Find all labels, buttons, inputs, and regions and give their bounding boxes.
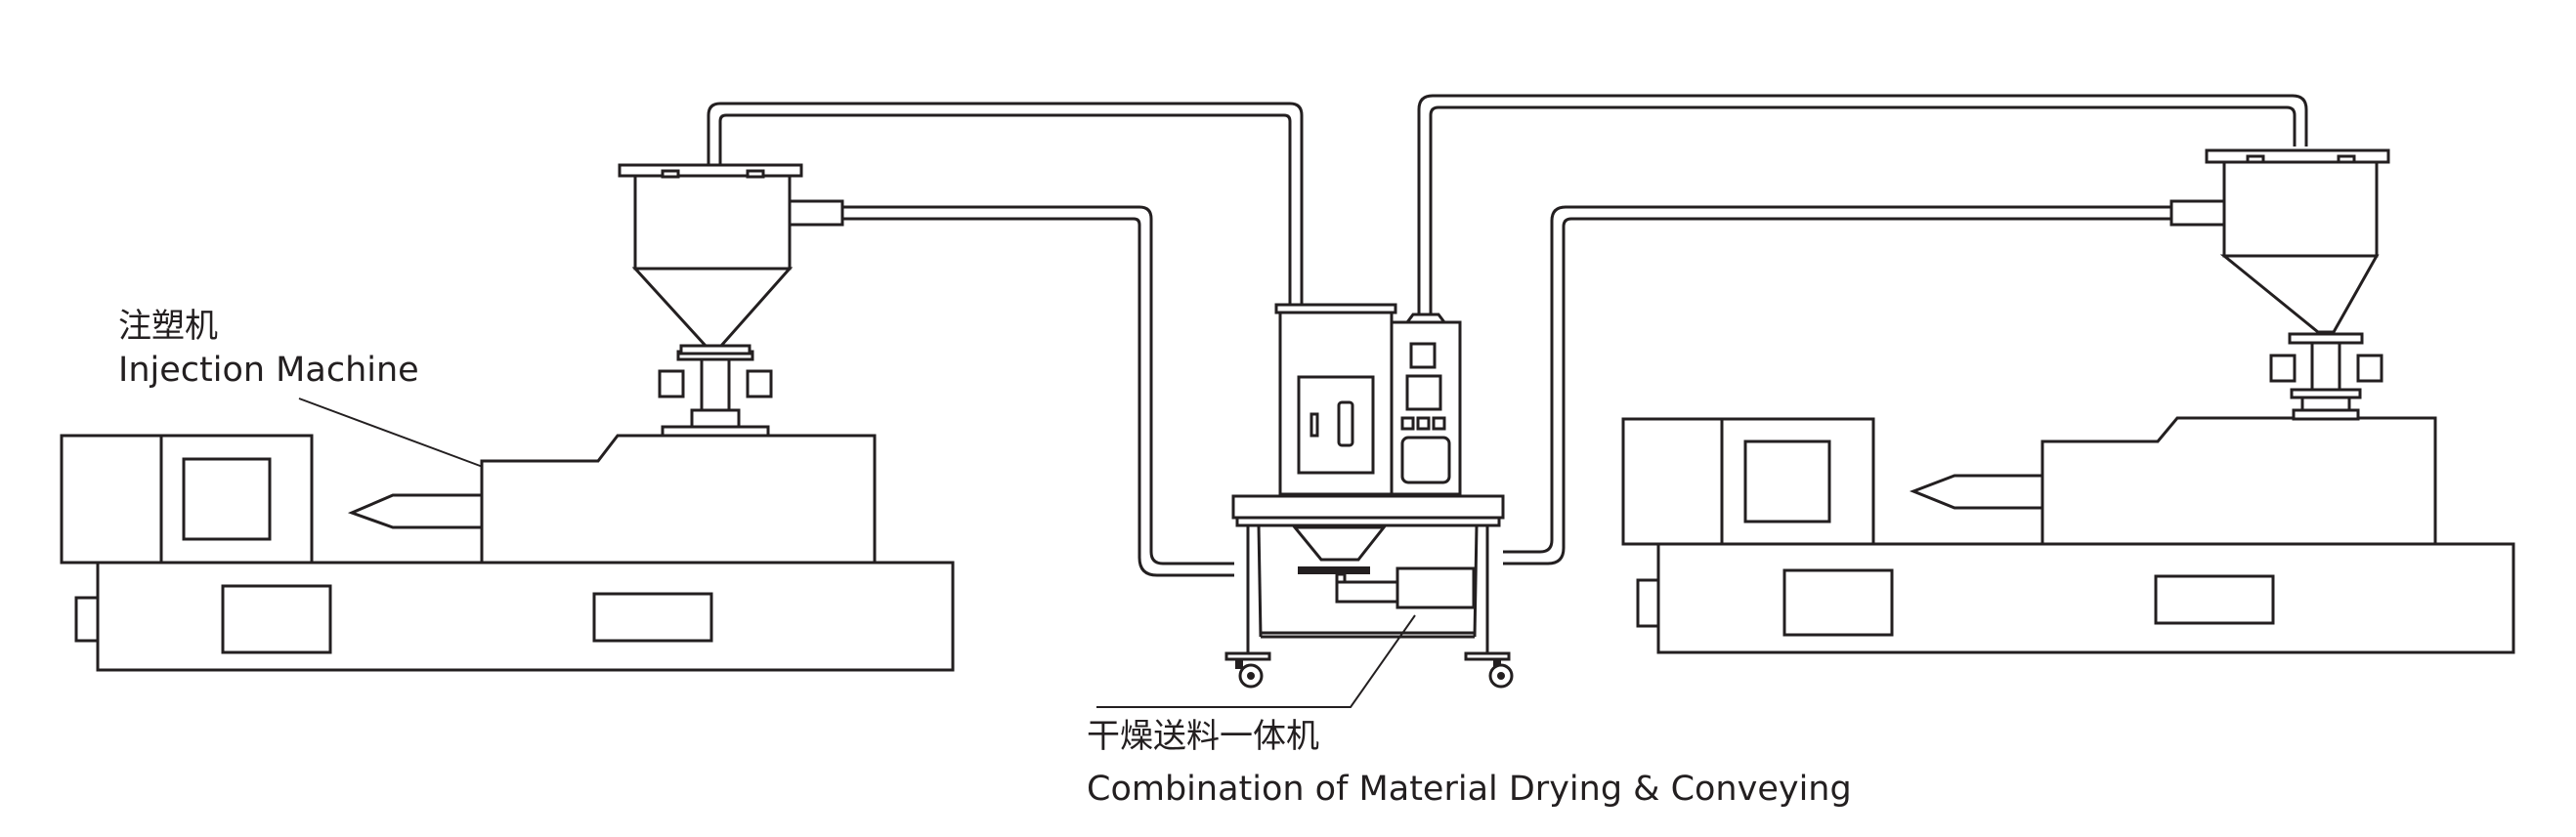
left-injection-unit [480,434,877,565]
drying-conveying-unit [1224,303,1514,689]
right-base-window-2 [2154,574,2275,625]
left-base-window-1 [221,584,332,654]
right-injection-unit [2040,416,2437,546]
pipe-left-lower [842,205,1234,577]
pipe-right-lower [1503,205,2171,565]
pipe-right-upper [1417,94,2308,320]
label-combo-unit-cn: 干燥送料一体机 [1087,717,1319,756]
right-hopper [2169,148,2390,421]
right-base-window-1 [1782,568,1894,637]
label-injection-machine-cn: 注塑机 [118,307,218,346]
right-base-end-cap [1636,578,1660,628]
label-combo-unit-en: Combination of Material Drying & Conveyi… [1087,770,1852,809]
conveyor-motor [1395,566,1476,609]
right-clamp-window [1743,439,1831,523]
right-injection-machine [1621,416,2515,654]
dryer-table-top [1231,494,1505,520]
right-nozzle [1909,474,2044,510]
left-base-end-cap [74,596,100,643]
left-clamp-window [182,457,272,541]
dryer-door [1297,375,1375,475]
leader-injection-machine [298,398,484,468]
left-hopper [618,163,844,438]
label-injection-machine-en: Injection Machine [118,351,419,390]
left-nozzle [347,493,484,529]
leader-combo-unit [1096,614,1416,708]
left-base-window-2 [592,592,713,643]
caster-left [1224,651,1271,689]
left-injection-machine [60,434,955,672]
caster-right [1464,651,1514,689]
pipe-left-upper [707,102,1304,307]
